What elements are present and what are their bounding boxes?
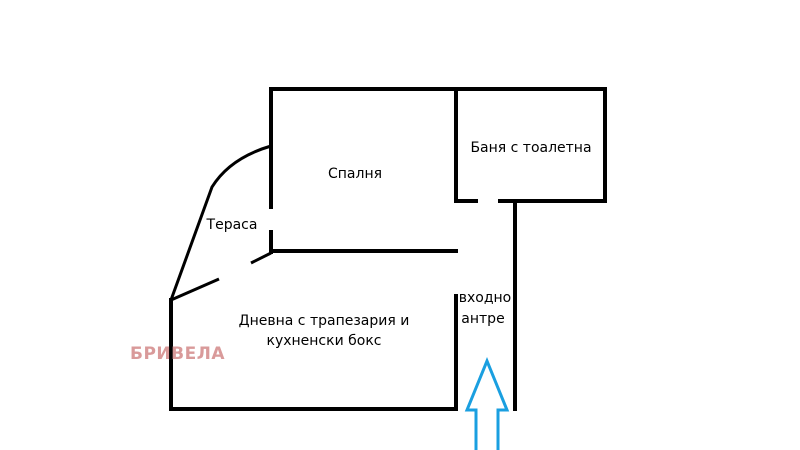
room-label-living-line2: кухненски бокс [266, 333, 381, 349]
room-label-bedroom: Спалня [328, 166, 382, 182]
terrace-lower-edge [170, 277, 220, 302]
room-label-hall-line1: входно [459, 290, 512, 306]
room-label-terrace: Тераса [206, 217, 258, 233]
entrance-arrow-icon [464, 357, 510, 450]
room-label-bathroom: Баня с тоалетна [470, 140, 591, 156]
terrace-lower-edge-right [250, 251, 272, 265]
watermark: БРИВЕЛА [130, 344, 225, 364]
room-label-living-line1: Дневна с трапезария и [239, 313, 410, 329]
terrace-outer-edge [169, 144, 272, 301]
room-label-hall-line2: антре [461, 311, 504, 327]
